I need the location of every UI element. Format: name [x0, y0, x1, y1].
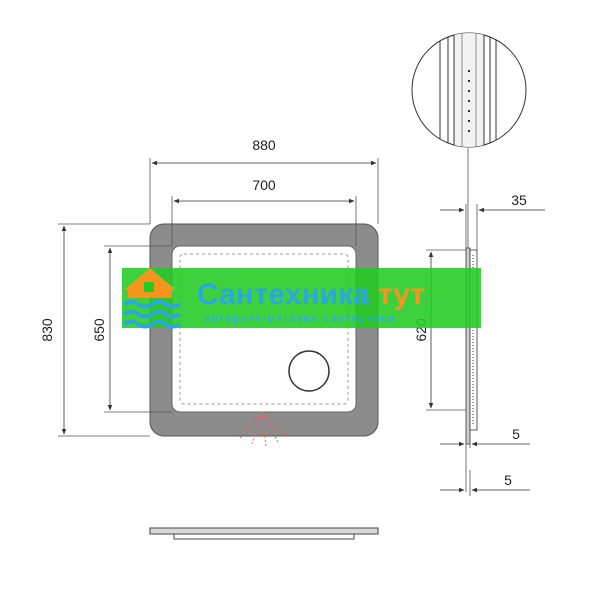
watermark-brand-part1: Сантехника: [197, 278, 370, 311]
dimension-label-offset-a: 5: [512, 426, 520, 442]
house-logo-icon: [122, 268, 182, 329]
watermark-tagline: интернет-магазин сантехники: [204, 313, 395, 325]
mirror-side-view: [465, 148, 478, 445]
mirror-front-view: [149, 223, 379, 447]
mirror-bottom-view: [149, 527, 379, 540]
dimension-label-depth: 35: [511, 192, 527, 208]
led-strip-outline: [179, 253, 349, 405]
sensor-rays: [239, 411, 289, 447]
dimension-inner-height: 650: [91, 245, 172, 413]
detail-zoom-circle: [411, 32, 527, 148]
dimension-label-inner-width: 700: [252, 177, 276, 193]
magnifier-mirror: [288, 350, 330, 392]
dimension-outer-height: 830: [39, 223, 150, 437]
dimension-label-inner-height: 650: [91, 318, 107, 342]
dimension-label-offset-b: 5: [504, 472, 512, 488]
dimension-label-outer-width: 880: [252, 137, 276, 153]
watermark-brand-part2: тут: [378, 278, 425, 311]
dimension-depth: 35: [440, 192, 545, 250]
dimension-offset-a: 5: [440, 426, 530, 492]
dimension-label-outer-height: 830: [39, 318, 55, 342]
dimension-inner-width: 700: [171, 177, 357, 246]
dimension-offset-b: 5: [440, 470, 530, 496]
dimension-outer-width: 880: [149, 137, 379, 224]
